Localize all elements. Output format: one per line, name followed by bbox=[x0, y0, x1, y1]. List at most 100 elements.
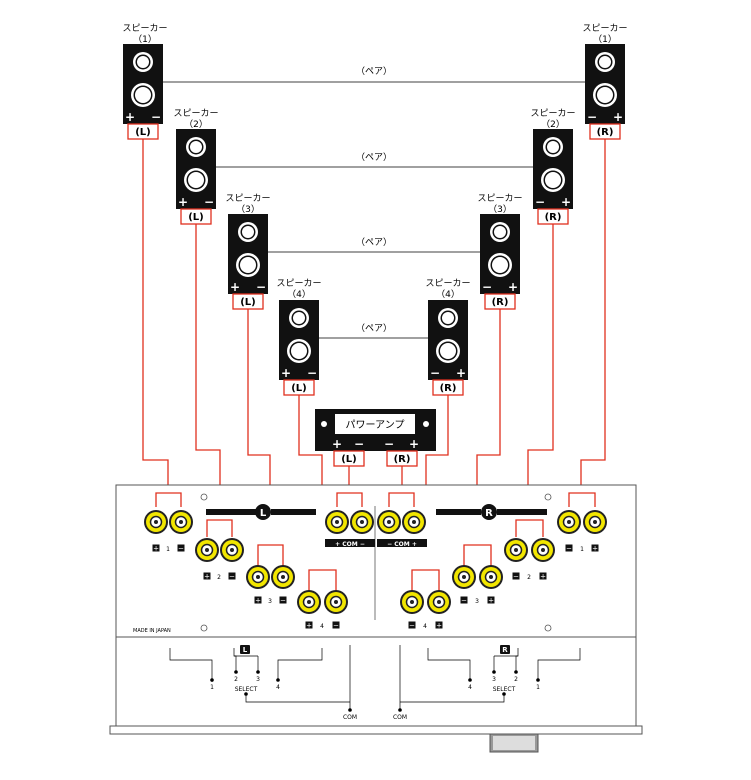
rca-jack-left-4 bbox=[297, 590, 321, 614]
svg-text:+: + bbox=[508, 280, 518, 294]
speaker-left-1: スピーカー （1） + − (L) bbox=[122, 23, 168, 140]
speaker-right-3-num: （3） bbox=[488, 204, 512, 215]
polarity-mark bbox=[408, 621, 416, 629]
speaker-right-1-side: (R) bbox=[597, 127, 614, 138]
pair-label-4: （ペア） bbox=[356, 323, 392, 334]
svg-text:−: − bbox=[256, 280, 266, 294]
rca-jack-right-3 bbox=[452, 565, 476, 589]
speaker-left-1-num: （1） bbox=[133, 34, 157, 45]
speaker-right-1-label: スピーカー bbox=[582, 23, 627, 34]
rca-jack-left-1 bbox=[169, 510, 193, 534]
select-nodes bbox=[210, 670, 540, 712]
sel-right-1: 1 bbox=[536, 684, 540, 691]
polarity-mark-symbol: + bbox=[153, 545, 159, 553]
rca-jack-right-1 bbox=[583, 510, 607, 534]
polarity-mark bbox=[487, 596, 495, 604]
svg-text:−: − bbox=[307, 366, 317, 380]
svg-text:+: + bbox=[409, 437, 419, 451]
jacks bbox=[155, 492, 596, 591]
speaker-left-4-num: （4） bbox=[287, 289, 311, 300]
rca-jack-left-1 bbox=[144, 510, 168, 534]
speaker-right-2-label: スピーカー bbox=[530, 108, 575, 119]
select-schematic bbox=[169, 645, 581, 710]
speaker-left-1-side: (L) bbox=[135, 127, 151, 138]
polarity-mark bbox=[460, 596, 468, 604]
sel-right-2: 2 bbox=[514, 676, 518, 683]
polarity-mark bbox=[279, 596, 287, 604]
power-amp-left: (L) bbox=[341, 454, 357, 465]
out-left-3: 3 bbox=[268, 598, 272, 605]
rca-jack-left-3 bbox=[246, 565, 270, 589]
svg-text:−: − bbox=[430, 366, 440, 380]
polarity-mark-symbol: − bbox=[333, 622, 339, 630]
speaker-left-3: スピーカー （3） + − (L) bbox=[225, 193, 271, 310]
polarity-mark bbox=[539, 572, 547, 580]
speaker-left-4-side: (L) bbox=[291, 383, 307, 394]
polarity-mark-symbol: − bbox=[566, 545, 572, 553]
polarity-mark-symbol: + bbox=[204, 573, 210, 581]
selector-panel: L R MADE IN JAPAN bbox=[109, 484, 643, 753]
rca-jack-right-2 bbox=[504, 538, 528, 562]
polarity-mark-symbol: + bbox=[255, 597, 261, 605]
polarity-marks: +−+−+−+−−+−+−+−+ bbox=[152, 544, 599, 630]
polarity-mark-symbol: − bbox=[280, 597, 286, 605]
polarity-mark-symbol: + bbox=[436, 622, 442, 630]
svg-text:−: − bbox=[384, 437, 394, 451]
speaker-right-4-label: スピーカー bbox=[425, 278, 470, 289]
speaker-left-3-side: (L) bbox=[240, 297, 256, 308]
made-in-label: MADE IN JAPAN bbox=[133, 628, 171, 634]
rca-jack-right-3 bbox=[479, 565, 503, 589]
polarity-mark bbox=[254, 596, 262, 604]
svg-text:+: + bbox=[613, 110, 623, 124]
polarity-mark bbox=[228, 572, 236, 580]
speaker-left-3-num: （3） bbox=[236, 204, 260, 215]
speaker-left-1-label: スピーカー bbox=[122, 23, 167, 34]
com-left-label: + COM − bbox=[335, 541, 365, 548]
out-right-2: 2 bbox=[527, 574, 531, 581]
speaker-right-3: スピーカー （3） − + (R) bbox=[477, 193, 523, 310]
speaker-left-4-label: スピーカー bbox=[276, 278, 321, 289]
svg-text:−: − bbox=[535, 195, 545, 209]
speaker-right-3-side: (R) bbox=[492, 297, 509, 308]
sel-left-4: 4 bbox=[276, 684, 280, 691]
rca-jack-com-right bbox=[402, 510, 426, 534]
out-right-1: 1 bbox=[580, 546, 584, 553]
svg-text:+: + bbox=[178, 195, 188, 209]
polarity-mark-symbol: − bbox=[461, 597, 467, 605]
speaker-right-3-label: スピーカー bbox=[477, 193, 522, 204]
select-badge-left: L bbox=[243, 646, 248, 654]
rca-jack-left-4 bbox=[324, 590, 348, 614]
polarity-mark-symbol: + bbox=[540, 573, 546, 581]
speaker-left-4: スピーカー （4） + − (L) bbox=[276, 278, 322, 396]
svg-text:+: + bbox=[281, 366, 291, 380]
speaker-left-2-label: スピーカー bbox=[173, 108, 218, 119]
select-badge-right: R bbox=[502, 646, 508, 654]
rca-jack-right-2 bbox=[531, 538, 555, 562]
polarity-mark bbox=[565, 544, 573, 552]
pair-label-3: （ペア） bbox=[356, 237, 392, 248]
select-label-left: SELECT bbox=[235, 686, 258, 693]
power-amp-title: パワーアンプ bbox=[346, 419, 405, 431]
sel-right-3: 3 bbox=[492, 676, 496, 683]
sel-left-2: 2 bbox=[234, 676, 238, 683]
speaker-right-4-num: （4） bbox=[436, 289, 460, 300]
svg-text:+: + bbox=[230, 280, 240, 294]
panel-badge-left: L bbox=[260, 508, 267, 519]
speaker-left-3-label: スピーカー bbox=[225, 193, 270, 204]
out-left-2: 2 bbox=[217, 574, 221, 581]
speaker-right-2-num: （2） bbox=[541, 119, 565, 130]
rca-jack-right-4 bbox=[400, 590, 424, 614]
speaker-left-2: スピーカー （2） + − (L) bbox=[173, 108, 219, 225]
svg-text:+: + bbox=[125, 110, 135, 124]
out-right-3: 3 bbox=[475, 598, 479, 605]
polarity-mark bbox=[591, 544, 599, 552]
svg-text:+: + bbox=[561, 195, 571, 209]
polarity-mark-symbol: + bbox=[488, 597, 494, 605]
rca-jack-com-left bbox=[325, 510, 349, 534]
speaker-right-1: スピーカー （1） − + (R) bbox=[582, 23, 628, 140]
speaker-left-2-side: (L) bbox=[188, 212, 204, 223]
polarity-mark-symbol: − bbox=[229, 573, 235, 581]
speaker-right-1-num: （1） bbox=[593, 34, 617, 45]
rca-jack-left-3 bbox=[271, 565, 295, 589]
